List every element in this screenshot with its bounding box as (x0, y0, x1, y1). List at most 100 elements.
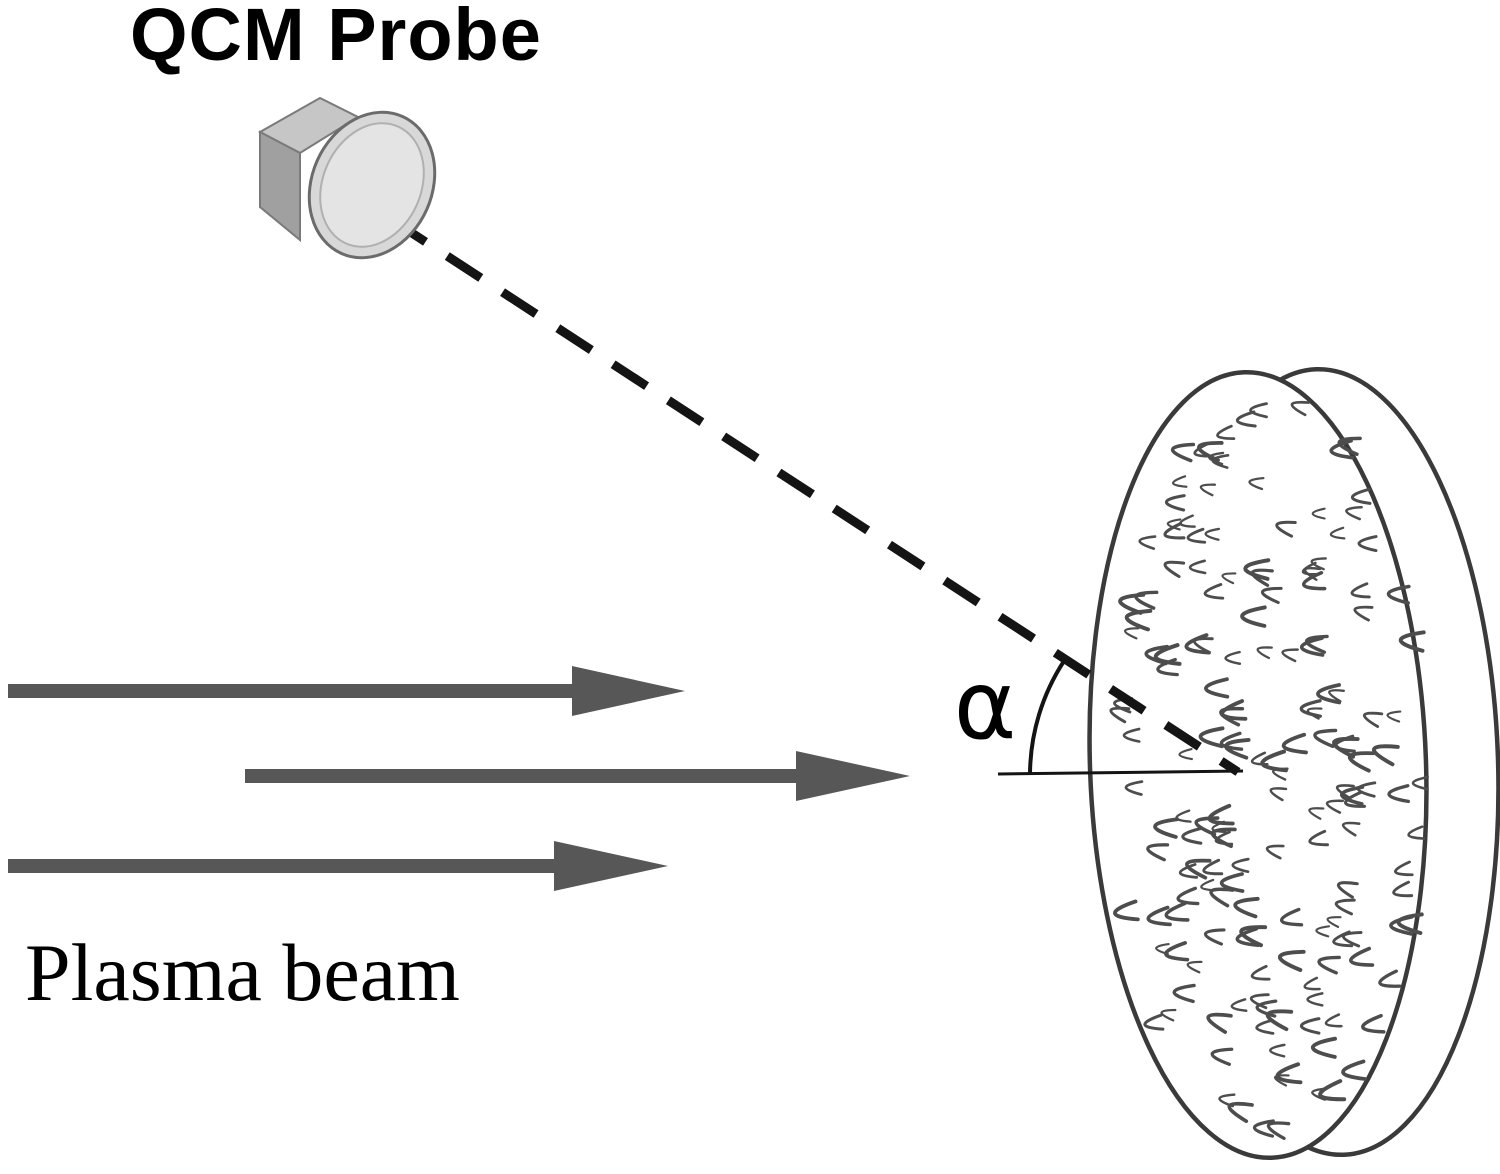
plasma-arrow-bottom (8, 841, 668, 891)
fuzz-mark (1224, 650, 1242, 665)
fuzz-mark (1318, 1079, 1347, 1102)
fuzz-mark (1394, 860, 1414, 877)
fuzz-mark (1250, 751, 1269, 766)
fuzz-mark (1178, 747, 1193, 761)
plasma-arrow-top-head (572, 666, 685, 716)
fuzz-mark (1341, 1059, 1368, 1081)
fuzz-mark (1392, 880, 1414, 898)
fuzz-mark (1315, 925, 1331, 938)
fuzz-mark (1303, 976, 1321, 991)
fuzz-mark (1138, 535, 1157, 550)
plasma-arrow-bottom-head (554, 841, 668, 891)
fuzz-mark (1329, 526, 1346, 540)
fuzz-texture (1109, 400, 1429, 1141)
fuzz-mark (1278, 949, 1306, 972)
fuzz-mark (1347, 751, 1375, 773)
fuzz-mark (1224, 737, 1251, 760)
fuzz-mark (1176, 886, 1200, 906)
fuzz-mark (1344, 790, 1366, 808)
fuzz-mark (1256, 646, 1273, 660)
fuzz-mark (1219, 872, 1245, 893)
fuzz-mark (1198, 726, 1225, 749)
fuzz-mark (1311, 1036, 1337, 1059)
fuzz-mark (1240, 605, 1267, 628)
probe-label: QCM Probe (130, 0, 542, 76)
fuzz-mark (1235, 410, 1257, 428)
fuzz-mark (1249, 993, 1270, 1010)
fuzz-mark (1299, 1017, 1321, 1035)
fuzz-mark (1386, 710, 1402, 723)
fuzz-mark (1353, 605, 1374, 622)
fuzz-mark (1203, 582, 1225, 600)
fuzz-mark (1357, 535, 1378, 553)
fuzz-mark (1194, 816, 1220, 837)
fuzz-mark (1199, 483, 1217, 497)
fuzz-mark (1299, 699, 1322, 718)
fuzz-mark (1193, 442, 1214, 458)
fuzz-mark (1249, 402, 1268, 419)
fuzz-mark (1243, 558, 1271, 581)
fuzz-mark (1248, 476, 1265, 491)
fuzz-mark (1250, 964, 1271, 981)
fuzz-mark (1172, 983, 1196, 1004)
fuzz-mark (1349, 946, 1375, 967)
fuzz-mark (1164, 901, 1190, 922)
fuzz-mark (1221, 572, 1237, 585)
fuzz-mark (1123, 627, 1140, 640)
fuzz-mark (1337, 436, 1362, 456)
fuzz-mark (1269, 787, 1288, 802)
fuzz-mark (1279, 907, 1304, 927)
target-disc (1087, 366, 1500, 1161)
fuzz-mark (1218, 1093, 1236, 1108)
fuzz-mark (1186, 960, 1203, 974)
plasma-arrow-middle-head (796, 751, 910, 801)
fuzz-mark (1281, 732, 1308, 755)
fuzz-mark (1306, 992, 1324, 1007)
fuzz-mark (1333, 734, 1356, 753)
fuzz-mark (1269, 1043, 1286, 1058)
fuzz-mark (1378, 969, 1402, 988)
fuzz-mark (1266, 1121, 1291, 1141)
angle-label: α (954, 651, 1017, 761)
fuzz-mark (1118, 592, 1146, 615)
fuzz-mark (1326, 916, 1342, 928)
fuzz-mark (1324, 1013, 1343, 1028)
fuzz-mark (1325, 799, 1345, 814)
fuzz-mark (1387, 784, 1410, 804)
fuzz-mark (1160, 1008, 1177, 1022)
qcm-probe-icon (257, 96, 437, 260)
fuzz-mark (1281, 648, 1299, 663)
fuzz-mark (1166, 518, 1182, 531)
fuzz-mark (1181, 827, 1203, 845)
fuzz-mark (1329, 438, 1355, 460)
fuzz-mark (1265, 844, 1285, 860)
fuzz-mark (1211, 453, 1230, 469)
fuzz-mark (1341, 931, 1363, 948)
beam-label: Plasma beam (25, 927, 460, 1018)
fuzz-mark (1210, 1047, 1234, 1066)
fuzz-mark (1230, 998, 1248, 1013)
fuzz-mark (1389, 915, 1414, 936)
fuzz-mark (1146, 843, 1170, 862)
fuzz-mark (1203, 928, 1226, 946)
fuzz-mark (1146, 905, 1172, 927)
fuzz-mark (1311, 507, 1326, 520)
fuzz-mark (1202, 858, 1224, 876)
fuzz-mark (1317, 955, 1341, 975)
fuzz-mark (1124, 780, 1144, 796)
fuzz-mark (1398, 630, 1426, 653)
fuzz-mark (1362, 711, 1384, 728)
fuzz-mark (1220, 699, 1248, 721)
fuzz-mark (1275, 520, 1297, 538)
fuzz-mark (1231, 857, 1250, 874)
fuzz-mark (1164, 494, 1186, 512)
fuzz-mark (1411, 775, 1429, 791)
sightline-dashed (389, 216, 1241, 776)
fuzz-mark (1235, 927, 1260, 948)
fuzz-mark (1308, 807, 1325, 820)
fuzz-mark (1200, 878, 1216, 892)
fuzz-mark (1239, 925, 1268, 948)
fuzz-mark (1204, 527, 1221, 541)
fuzz-mark (1163, 560, 1186, 579)
